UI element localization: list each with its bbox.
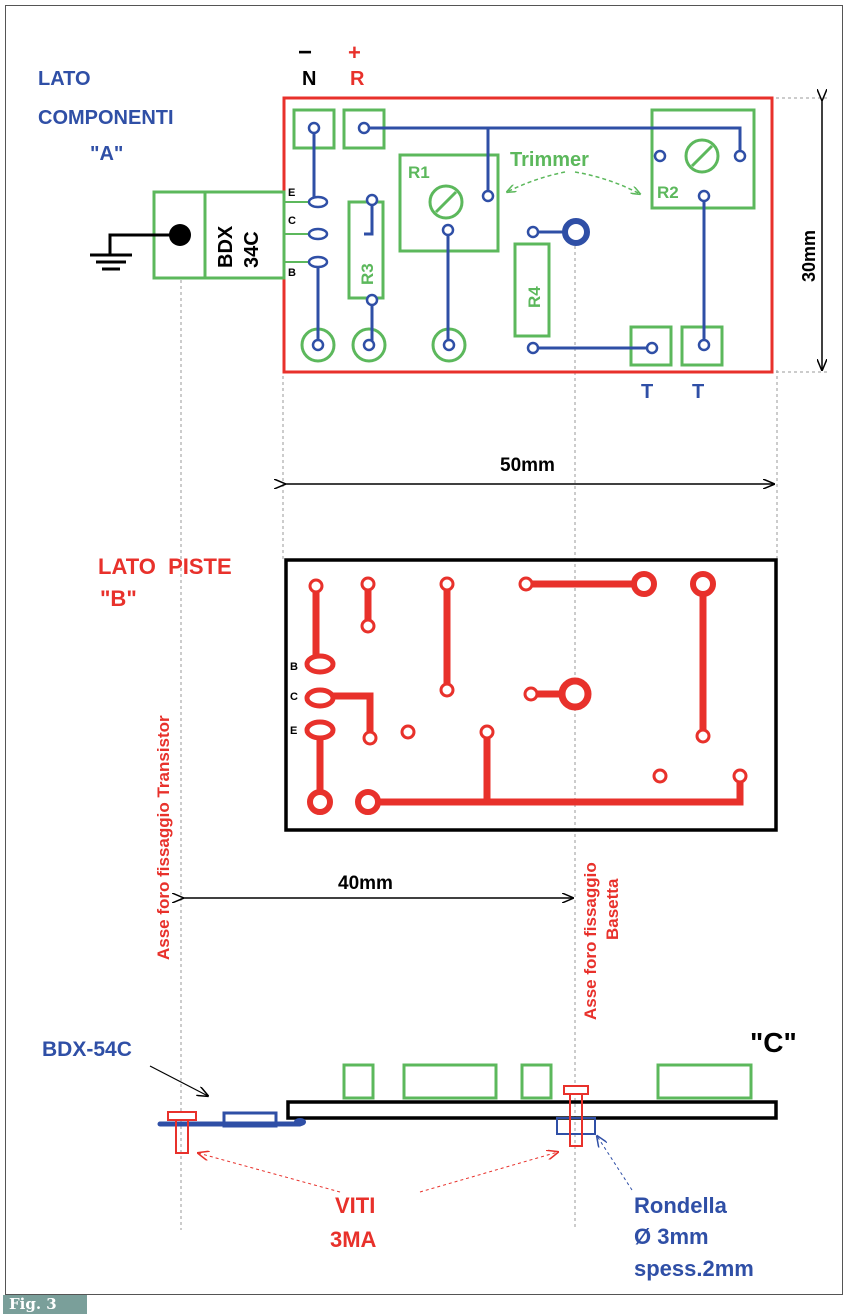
washer-label-line2: Ø 3mm xyxy=(634,1224,709,1249)
screws-label-line2: 3MA xyxy=(330,1227,377,1252)
negative-label: N xyxy=(302,68,316,90)
height-dim-label: 30mm xyxy=(799,230,819,282)
pin-c-a: C xyxy=(288,215,296,227)
ground-symbol xyxy=(90,224,191,271)
board-outline-b xyxy=(284,558,778,832)
bdx-label: BDX-54C xyxy=(42,1038,132,1061)
terminal-t1 xyxy=(629,325,673,367)
board-section-c xyxy=(286,1100,778,1120)
r2-label: R2 xyxy=(657,183,679,202)
r4-label: R4 xyxy=(525,286,544,308)
r1-label: R1 xyxy=(408,163,430,182)
negative-sign: − xyxy=(298,39,312,66)
figure-caption: Fig. 3 xyxy=(3,1295,87,1314)
terminal-t2 xyxy=(680,325,724,367)
side-b-title-line1: LATO PISTE xyxy=(98,554,232,579)
side-c-title: "C" xyxy=(750,1027,797,1058)
washer-label-line1: Rondella xyxy=(634,1193,728,1218)
transistor-label-line1: BDX xyxy=(215,225,237,268)
r3-label: R3 xyxy=(358,263,377,285)
pads-b xyxy=(304,571,748,815)
positive-label: R xyxy=(350,68,365,90)
resistor-r3 xyxy=(347,200,385,300)
trimmer-label: Trimmer xyxy=(510,149,589,171)
side-a-title-line3: "A" xyxy=(90,143,123,165)
transistor-label-line2: 34C xyxy=(241,231,263,268)
terminal-t1-label: T xyxy=(641,381,653,403)
axis-transistor-label: Asse foro fissaggio Transistor xyxy=(154,715,173,960)
pads-a xyxy=(307,121,747,355)
pin-e-b: E xyxy=(290,725,297,737)
side-a: LATO COMPONENTI "A" − N + R BDX 34C E C … xyxy=(38,39,822,484)
side-a-title-line2: COMPONENTI xyxy=(38,107,174,129)
figure-frame xyxy=(5,5,843,1295)
screws-label-line1: VITI xyxy=(335,1193,375,1218)
pin-e-a: E xyxy=(288,187,295,199)
pin-b-a: B xyxy=(288,267,296,279)
positive-sign: + xyxy=(348,40,361,65)
side-b: LATO PISTE "B" B C E xyxy=(98,554,778,1020)
axis-board-label-line2: Basetta xyxy=(603,878,622,940)
terminal-t2-label: T xyxy=(692,381,704,403)
distance-dim-label: 40mm xyxy=(338,873,393,894)
axis-board-label-line1: Asse foro fissaggio xyxy=(581,862,600,1020)
washer-label-line3: spess.2mm xyxy=(634,1256,754,1281)
resistor-r4 xyxy=(513,242,551,338)
side-a-title-line1: LATO xyxy=(38,68,91,90)
pin-b-b: B xyxy=(290,661,298,673)
side-c: "C" BDX-54C VITI 3MA Rondella Ø 3mm spes… xyxy=(42,1027,797,1281)
side-b-title-line2: "B" xyxy=(100,586,137,611)
wiring-a xyxy=(312,126,742,350)
pin-c-b: C xyxy=(290,691,298,703)
width-dim-label: 50mm xyxy=(500,455,555,476)
